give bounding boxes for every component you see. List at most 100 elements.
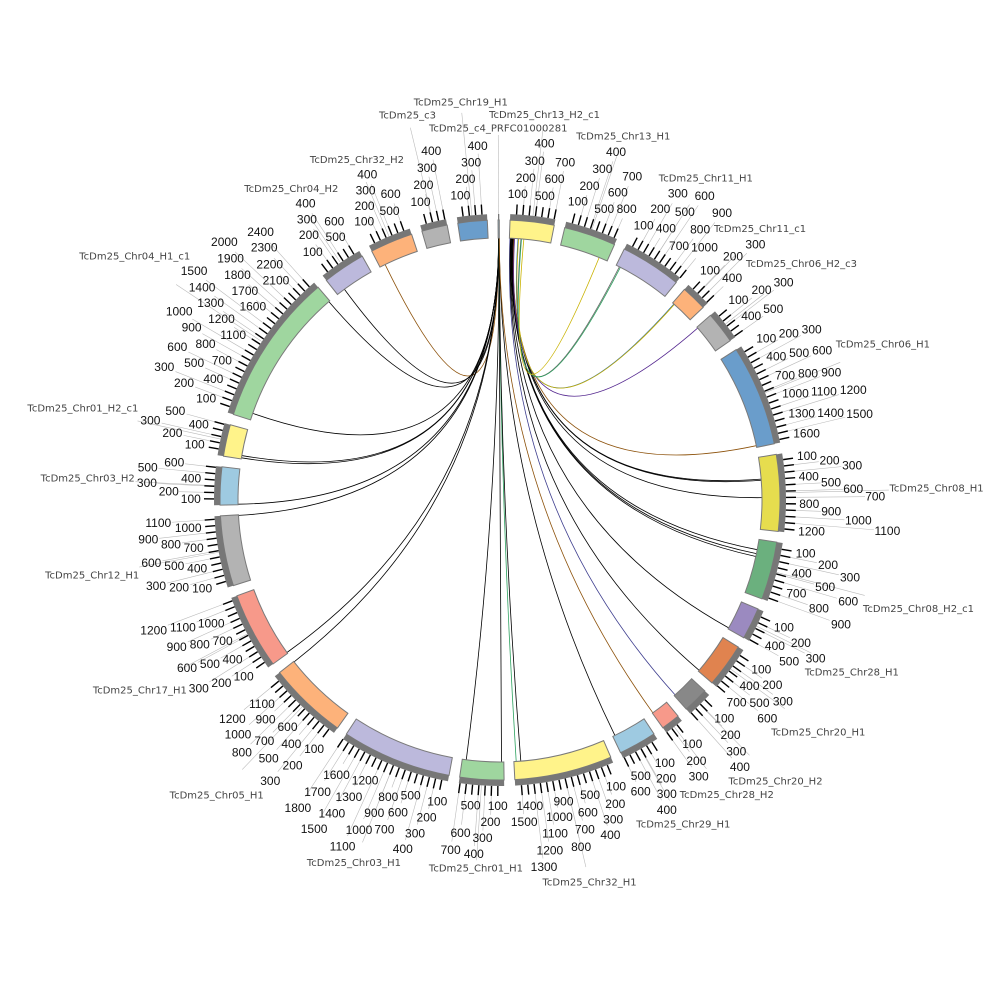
chromosome-segment[interactable]	[457, 758, 505, 796]
chromosome-segment[interactable]	[270, 660, 349, 738]
chromosome-segment[interactable]	[612, 718, 658, 767]
chromosome-segment[interactable]	[696, 309, 744, 352]
segment-arc[interactable]	[325, 255, 372, 296]
tick-leader-line	[593, 161, 614, 220]
segment-arc[interactable]	[459, 758, 505, 781]
segment-arc[interactable]	[497, 219, 500, 239]
segment-arc[interactable]	[513, 739, 612, 781]
segment-arc[interactable]	[757, 453, 781, 533]
tick-mark	[643, 243, 650, 254]
segment-arc[interactable]	[236, 589, 289, 665]
segment-name-label: TcDm25_c4_PRFC01000281	[428, 124, 568, 135]
segment-arc[interactable]	[219, 514, 252, 587]
chromosome-segment[interactable]	[697, 636, 749, 693]
tick-mark	[577, 215, 582, 226]
tick-label: 300	[806, 652, 826, 666]
segment-arc[interactable]	[508, 219, 555, 244]
chromosome-segment[interactable]	[203, 465, 241, 506]
segment-name-label: TcDm25_Chr03_H1	[306, 858, 401, 869]
tick-leader-line	[734, 289, 774, 321]
chromosome-segment[interactable]	[744, 538, 792, 603]
segment-arc[interactable]	[671, 288, 704, 321]
segment-tick-band	[711, 647, 744, 687]
chromosome-segment[interactable]	[222, 589, 289, 669]
tick-mark	[211, 562, 222, 566]
segment-arc[interactable]	[278, 660, 349, 729]
tick-label: 300	[842, 459, 862, 473]
segment-arc[interactable]	[219, 466, 241, 506]
segment-arc[interactable]	[651, 701, 679, 729]
tick-label: 800	[690, 222, 710, 236]
chromosome-segment[interactable]	[420, 209, 452, 250]
segment-arc[interactable]	[744, 538, 778, 600]
tick-mark	[283, 694, 292, 703]
tick-leader-line	[782, 394, 840, 413]
tick-leader-line	[167, 604, 224, 626]
chromosome-segment[interactable]	[204, 514, 252, 588]
chromosome-segment[interactable]	[727, 601, 771, 646]
chromosome-segment[interactable]	[720, 345, 790, 448]
chromosome-segment[interactable]	[497, 214, 500, 239]
tick-label: 1800	[224, 268, 251, 282]
tick-label: 600	[177, 661, 197, 675]
tick-mark	[726, 319, 736, 327]
segment-arc[interactable]	[697, 636, 739, 684]
chromosome-segment[interactable]	[508, 204, 557, 244]
segment-arc[interactable]	[421, 224, 452, 250]
chromosome-segment[interactable]	[559, 213, 619, 262]
chromosome-segment[interactable]	[671, 281, 715, 321]
segment-arc[interactable]	[727, 601, 759, 639]
tick-label: 100	[181, 492, 201, 506]
chromosome-segment[interactable]	[456, 204, 489, 242]
tick-label: 600	[695, 189, 715, 203]
tick-label: 2400	[247, 225, 274, 239]
chromosome-segment[interactable]	[651, 701, 684, 741]
tick-label: 400	[739, 679, 759, 693]
tick-mark	[704, 699, 713, 708]
segment-arc[interactable]	[720, 348, 775, 448]
link-ribbon	[498, 237, 522, 762]
chromosome-segment[interactable]	[673, 677, 713, 721]
tick-label: 200	[355, 199, 375, 213]
segment-arc[interactable]	[232, 286, 331, 421]
tick-label: 1100	[811, 384, 837, 398]
tick-label: 1000	[198, 617, 225, 631]
tick-mark	[279, 690, 288, 698]
segment-name-label: TcDm25_Chr01_H2_c1	[26, 404, 138, 415]
segment-arc[interactable]	[345, 718, 453, 776]
chromosome-segment[interactable]	[513, 739, 614, 796]
tick-label: 2200	[256, 257, 283, 271]
chromosome-segment[interactable]	[336, 718, 453, 790]
link-ribbon	[238, 238, 500, 516]
tick-mark	[312, 720, 320, 730]
tick-mark	[321, 263, 329, 273]
chromosome-segment[interactable]	[757, 453, 796, 533]
tick-mark	[545, 782, 549, 793]
segment-arc[interactable]	[457, 219, 489, 242]
segment-arc[interactable]	[559, 226, 616, 262]
segment-name-label: TcDm25_Chr17_H1	[92, 685, 187, 696]
chromosome-segment[interactable]	[368, 221, 418, 268]
segment-name-label: TcDm25_Chr01_H1	[428, 863, 523, 874]
segment-arc[interactable]	[696, 314, 731, 352]
chromosome-segment[interactable]	[321, 245, 372, 296]
tick-label: 200	[159, 484, 179, 498]
chromosome-segment[interactable]	[220, 278, 331, 421]
tick-label: 500	[580, 788, 600, 802]
segment-arc[interactable]	[615, 248, 677, 298]
segment-arc[interactable]	[371, 233, 418, 268]
tick-label: 400	[799, 470, 819, 484]
tick-mark	[266, 316, 276, 325]
chromosome-segment[interactable]	[208, 421, 249, 460]
tick-leader-line	[765, 358, 789, 370]
chromosome-segment[interactable]	[615, 237, 687, 298]
segment-arc[interactable]	[673, 677, 706, 710]
tick-leader-line	[780, 595, 808, 605]
tick-label: 200	[169, 581, 189, 595]
segment-arc[interactable]	[222, 424, 249, 460]
tick-label: 2000	[211, 235, 238, 249]
name-leader-line	[654, 204, 690, 260]
tick-label: 900	[831, 617, 851, 631]
segment-arc[interactable]	[612, 718, 655, 754]
tick-mark	[669, 261, 677, 271]
